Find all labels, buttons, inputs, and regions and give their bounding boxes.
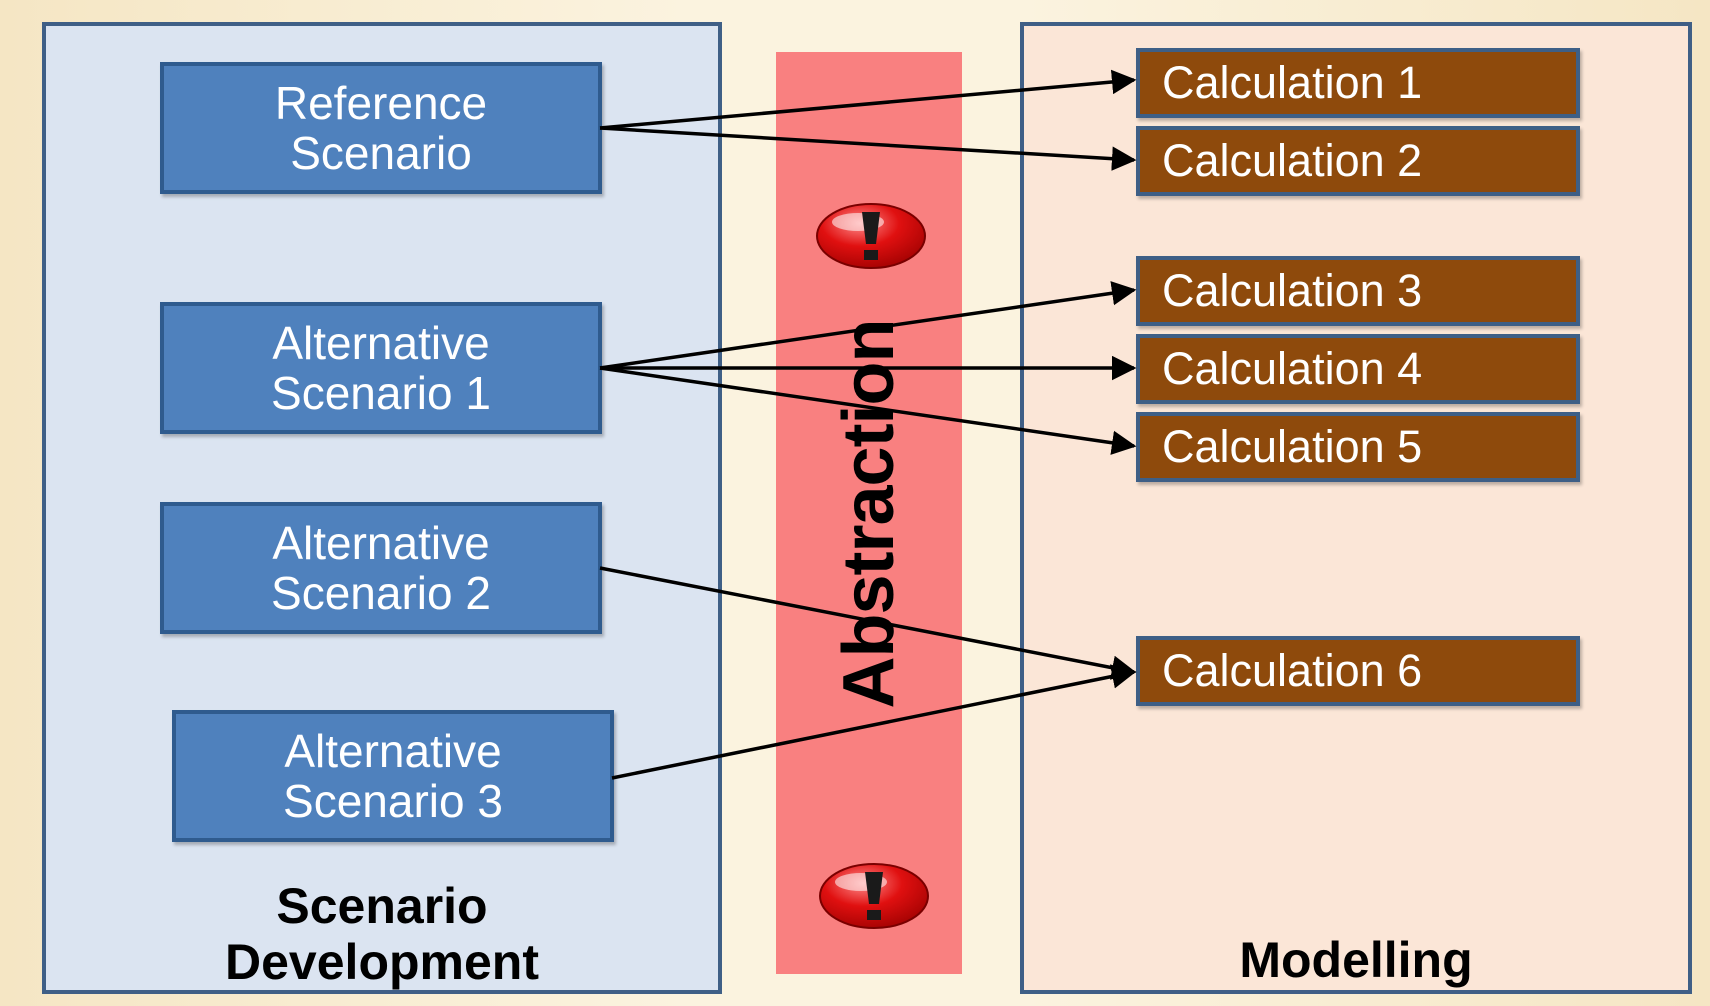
arrow-alt1-to-calc-5 (599, 366, 1137, 455)
calculation-5-box: Calculation 5 (1136, 412, 1580, 482)
exclamation-icon (819, 863, 929, 929)
scenario-label-line2: Scenario 2 (271, 567, 491, 619)
calculation-6-box: Calculation 6 (1136, 636, 1580, 706)
calculation-4-box: Calculation 4 (1136, 334, 1580, 404)
scenario-label-line2: Scenario 1 (271, 367, 491, 419)
arrow-reference-to-calc-2 (599, 126, 1137, 171)
title-line1: Scenario (276, 878, 488, 934)
calculation-3-box: Calculation 3 (1136, 256, 1580, 326)
title-line2: Development (225, 934, 539, 990)
arrow-alt3-to-calc-6 (611, 664, 1137, 780)
modelling-title: Modelling (1239, 932, 1473, 988)
exclamation-icon (816, 203, 926, 269)
scenario-label-line1: Alternative (272, 317, 490, 369)
calculation-2-box: Calculation 2 (1136, 126, 1580, 196)
scenario-label-line1: Alternative (272, 517, 490, 569)
scenario-label-line2: Scenario 3 (283, 775, 503, 827)
alternative-scenario-1-box: Alternative Scenario 1 (160, 302, 602, 434)
arrow-reference-to-calc-1 (599, 69, 1137, 130)
alternative-scenario-3-box: Alternative Scenario 3 (172, 710, 614, 842)
alternative-scenario-2-box: Alternative Scenario 2 (160, 502, 602, 634)
arrow-alt2-to-calc-6 (599, 566, 1137, 680)
arrow-alt1-to-calc-3 (599, 281, 1137, 370)
calculation-1-box: Calculation 1 (1136, 48, 1580, 118)
scenario-development-title: Scenario Development (42, 878, 722, 990)
scenario-label-line2: Scenario (290, 127, 472, 179)
scenario-label-line1: Alternative (284, 725, 502, 777)
reference-scenario-box: Reference Scenario (160, 62, 602, 194)
scenario-label-line1: Reference (274, 77, 488, 129)
